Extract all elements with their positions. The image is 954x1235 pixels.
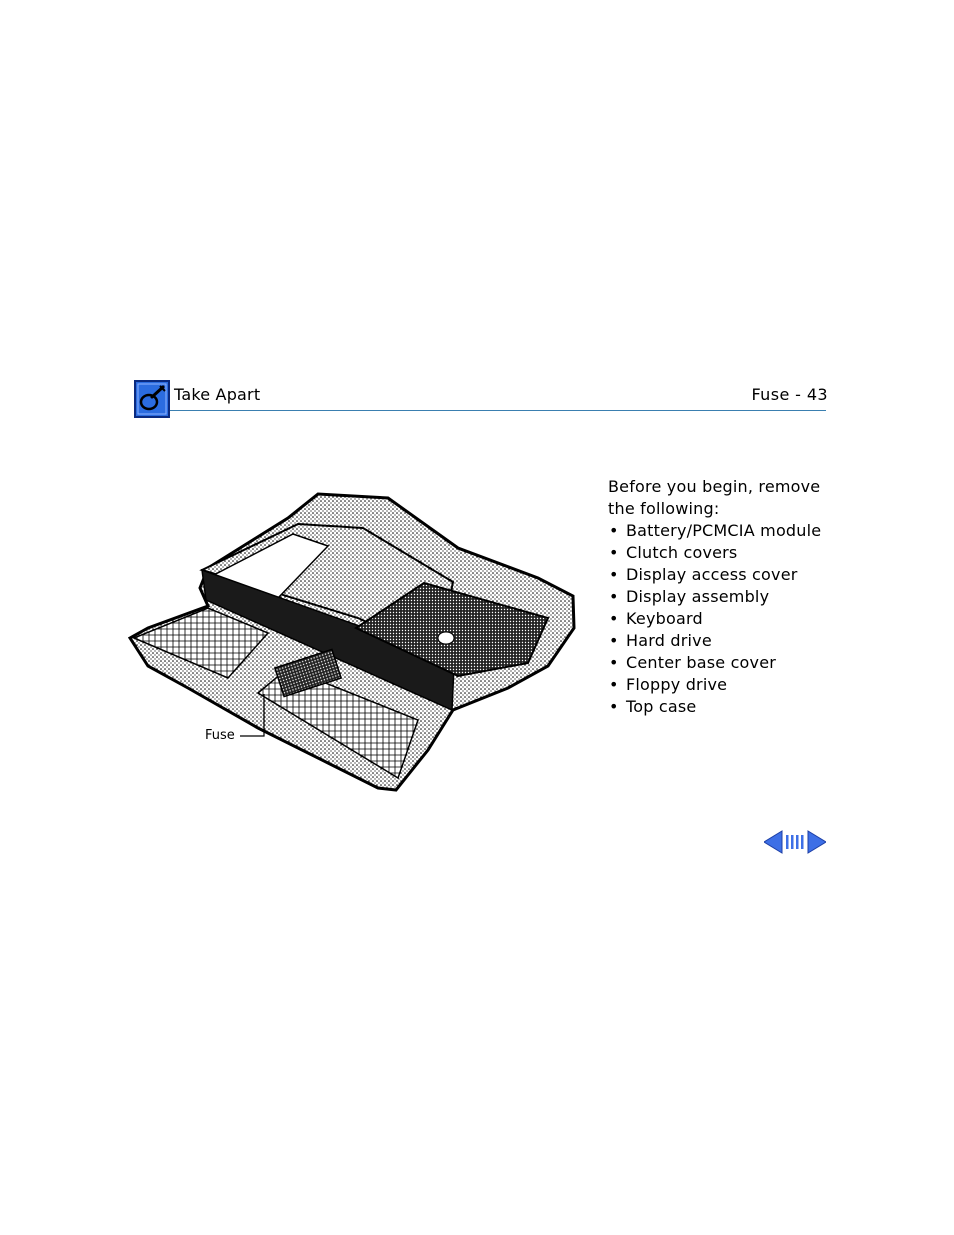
header-divider — [170, 410, 826, 411]
left-arrow-icon[interactable] — [763, 830, 783, 854]
list-item: Battery/PCMCIA module — [608, 520, 838, 542]
apple-service-icon — [134, 380, 170, 418]
list-item: Display assembly — [608, 586, 838, 608]
list-item: Center base cover — [608, 652, 838, 674]
instructions: Before you begin, remove the following: … — [608, 476, 838, 718]
list-item: Floppy drive — [608, 674, 838, 696]
fuse-callout-label: Fuse — [205, 728, 235, 743]
prerequisite-list: Battery/PCMCIA module Clutch covers Disp… — [608, 520, 838, 718]
list-item: Clutch covers — [608, 542, 838, 564]
list-item: Keyboard — [608, 608, 838, 630]
computer-base-illustration — [127, 488, 578, 794]
page-label: Fuse - 43 — [751, 385, 828, 404]
browse-bars-icon[interactable] — [786, 835, 804, 849]
list-item: Top case — [608, 696, 838, 718]
section-title: Take Apart — [174, 385, 261, 404]
right-arrow-icon[interactable] — [807, 830, 827, 854]
intro-text: Before you begin, remove the following: — [608, 477, 821, 518]
page-navigation — [763, 830, 827, 854]
list-item: Display access cover — [608, 564, 838, 586]
list-item: Hard drive — [608, 630, 838, 652]
